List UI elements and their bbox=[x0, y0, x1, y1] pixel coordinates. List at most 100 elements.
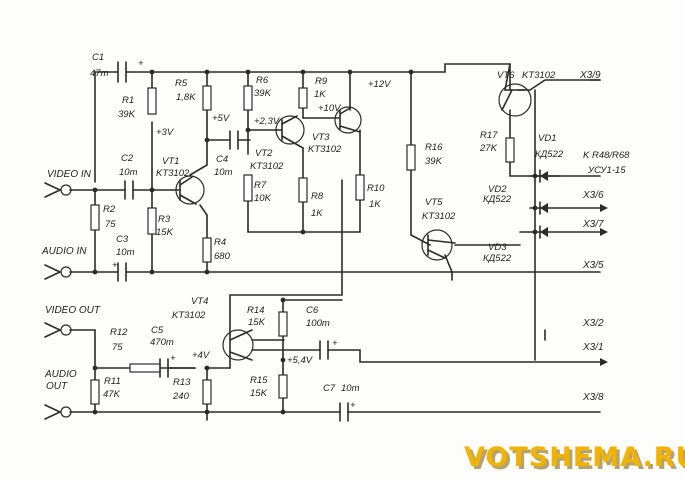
label-x36: X3/6 bbox=[582, 190, 604, 201]
arrow-x37 bbox=[600, 228, 608, 236]
label-vd1: VD1 bbox=[538, 133, 556, 144]
resistor-r10 bbox=[355, 174, 365, 201]
label-x37: X3/7 bbox=[582, 219, 604, 230]
label-x38: X3/8 bbox=[582, 392, 604, 403]
label-x35: X3/5 bbox=[582, 260, 604, 271]
label-ycy: УСУ1-15 bbox=[587, 165, 626, 176]
label-vd1-type: КД522 bbox=[535, 149, 564, 160]
label-c2: C2 bbox=[121, 153, 134, 164]
label-plus-c7: + bbox=[350, 400, 356, 411]
label-r11: R11 bbox=[104, 376, 121, 387]
resistor-r15 bbox=[278, 374, 288, 399]
audio-out-jack bbox=[44, 404, 72, 420]
label-r13: R13 bbox=[173, 377, 191, 388]
label-vd2-type: КД522 bbox=[483, 194, 512, 205]
label-c4: C4 bbox=[216, 154, 228, 165]
label-c3-value: 10m bbox=[116, 247, 135, 258]
label-v54: +5,4V bbox=[287, 355, 314, 366]
label-vt4: VT4 bbox=[191, 296, 208, 307]
labels: C1 47m + R1 39K +3V R5 1,8K +5V R6 39K +… bbox=[41, 52, 630, 411]
resistor-r6 bbox=[243, 85, 253, 111]
transistor-vt2 bbox=[274, 115, 305, 149]
diode-vd1 bbox=[539, 169, 548, 183]
label-x32: X3/2 bbox=[582, 318, 604, 329]
label-r3: R3 bbox=[158, 214, 171, 225]
label-c7-value: 10m bbox=[341, 383, 360, 394]
transistor-vt4 bbox=[222, 329, 254, 361]
junction-dots bbox=[92, 69, 538, 415]
label-c2-value: 10m bbox=[119, 167, 138, 178]
label-v12: +12V bbox=[368, 79, 392, 90]
label-r14-value: 15K bbox=[248, 317, 266, 328]
resistor-r3 bbox=[147, 207, 157, 235]
transistor-vt5 bbox=[421, 229, 456, 261]
label-x39: X3/9 bbox=[579, 70, 601, 81]
resistor-r17 bbox=[505, 137, 515, 163]
label-vt2-type: KT3102 bbox=[250, 161, 284, 172]
label-plus-c6: + bbox=[332, 338, 338, 349]
label-vt1-type: KT3102 bbox=[156, 168, 190, 179]
label-vt3: VT3 bbox=[312, 132, 330, 143]
capacitor-c3 bbox=[117, 262, 127, 282]
label-r6: R6 bbox=[256, 75, 269, 86]
resistor-r7 bbox=[243, 174, 253, 202]
resistor-r16 bbox=[406, 144, 416, 171]
label-audio-in: AUDIO IN bbox=[41, 246, 87, 257]
label-r3-value: 15K bbox=[156, 227, 174, 238]
label-v5: +5V bbox=[212, 113, 231, 124]
label-vd3-type: КД522 bbox=[483, 253, 512, 264]
label-r11-value: 47K bbox=[103, 389, 121, 400]
label-vt5: VT5 bbox=[425, 197, 443, 208]
label-r1-value: 39K bbox=[118, 109, 136, 120]
label-vt6: VT6 bbox=[497, 70, 515, 81]
label-r12: R12 bbox=[110, 327, 128, 338]
resistor-r4 bbox=[202, 237, 212, 263]
label-r8-value: 1K bbox=[311, 208, 323, 219]
label-r17-value: 27K bbox=[479, 143, 498, 154]
label-r1: R1 bbox=[122, 95, 134, 106]
label-vd3: VD3 bbox=[488, 242, 507, 253]
label-r7-value: 10K bbox=[254, 193, 272, 204]
label-r8: R8 bbox=[311, 191, 324, 202]
diode-vd2 bbox=[539, 201, 548, 215]
capacitors bbox=[117, 61, 349, 422]
label-video-in: VIDEO IN bbox=[47, 169, 92, 180]
label-r5: R5 bbox=[175, 78, 188, 89]
label-r5-value: 1,8K bbox=[176, 92, 196, 103]
label-c5: C5 bbox=[151, 325, 164, 336]
label-v3: +3V bbox=[156, 127, 175, 138]
label-r17: R17 bbox=[480, 130, 498, 141]
resistor-r2 bbox=[90, 204, 100, 231]
label-c7: C7 bbox=[323, 383, 336, 394]
label-v10: +10V bbox=[318, 103, 342, 114]
label-plus-c3: + bbox=[112, 260, 118, 271]
label-c1: C1 bbox=[92, 52, 104, 63]
label-r12-value: 75 bbox=[112, 342, 123, 353]
label-vt3-type: KT3102 bbox=[308, 144, 342, 155]
transistors bbox=[171, 63, 532, 361]
label-c5-value: 470m bbox=[150, 337, 174, 348]
label-r2-value: 75 bbox=[105, 219, 116, 230]
label-v4: +4V bbox=[192, 350, 211, 361]
transistor-vt6 bbox=[498, 63, 532, 119]
label-r16-value: 39K bbox=[425, 156, 443, 167]
label-r6-value: 39K bbox=[254, 88, 272, 99]
label-r4-value: 680 bbox=[214, 251, 231, 262]
label-vt6-type: KT3102 bbox=[522, 70, 556, 81]
capacitor-c2 bbox=[124, 180, 134, 200]
resistors bbox=[90, 85, 515, 405]
transistor-vt3 bbox=[302, 106, 362, 134]
watermark-logo: VOTSHEMA.RU VOTSHEMA.RU bbox=[464, 442, 685, 476]
diodes bbox=[539, 169, 548, 239]
label-r2: R2 bbox=[103, 204, 116, 215]
transistor-vt1 bbox=[171, 175, 205, 205]
arrow-x36 bbox=[600, 204, 608, 212]
resistor-r11 bbox=[90, 379, 100, 405]
capacitor-c1 bbox=[117, 61, 135, 83]
label-r14: R14 bbox=[247, 305, 264, 316]
arrow-x31 bbox=[600, 358, 608, 366]
label-r9-value: 1K bbox=[314, 89, 326, 100]
label-r16: R16 bbox=[425, 142, 443, 153]
label-audio-out-2: OUT bbox=[46, 381, 68, 392]
